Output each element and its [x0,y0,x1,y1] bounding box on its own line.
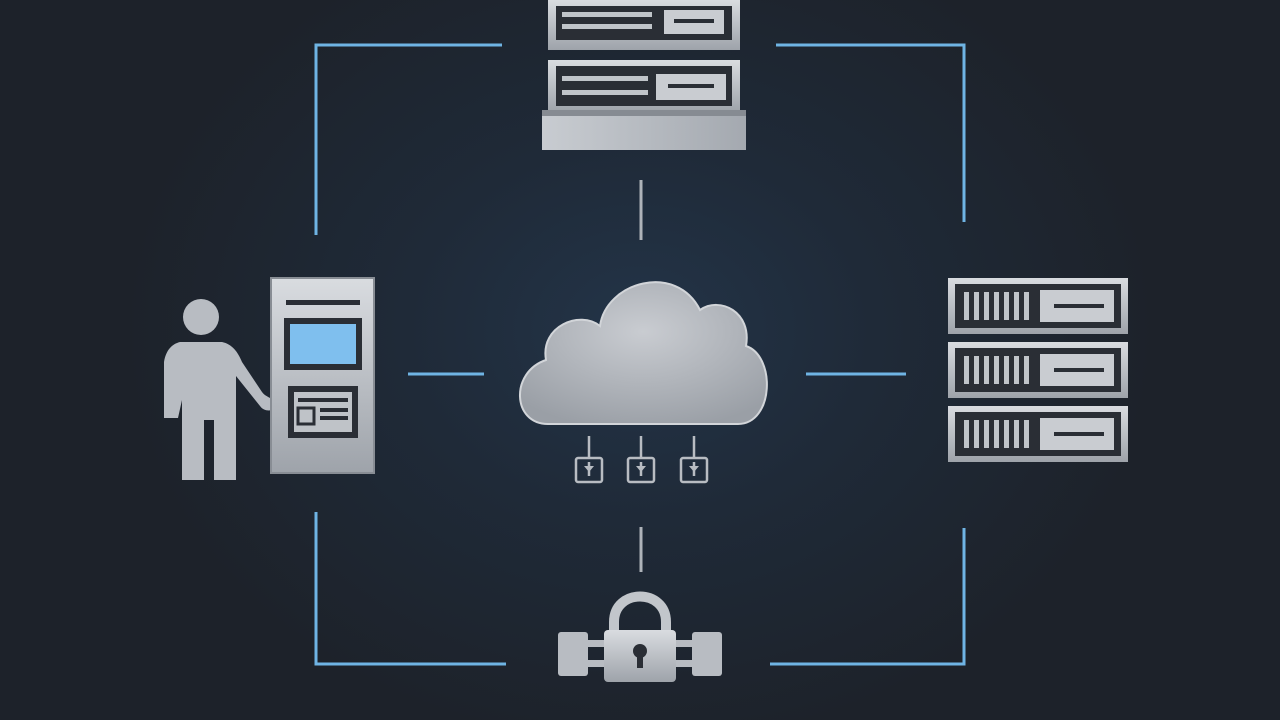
connector-bottom-right [770,528,966,666]
plug-right-icon [676,632,722,676]
rack-unit [948,406,1128,462]
port-icon [679,456,709,484]
atm-screen [290,324,356,364]
connector-top-right [776,43,966,222]
server-base [542,110,746,150]
port-icon [626,456,656,484]
connector-bottom-left [314,512,506,666]
connector-top-left [314,43,502,235]
plug-left-icon [558,632,604,676]
padlock-icon [558,591,722,682]
port-icon [574,456,604,484]
cloud-icon [519,281,768,484]
atm-kiosk-icon [270,277,375,474]
rack-unit [948,278,1128,334]
cloud-data-ports [574,436,709,484]
atm-slot [286,300,360,305]
server-icon [542,0,746,150]
user-icon [164,299,276,480]
rack-unit [948,342,1128,398]
server-rack-icon [948,278,1128,462]
outer-connector-frame [314,43,966,666]
